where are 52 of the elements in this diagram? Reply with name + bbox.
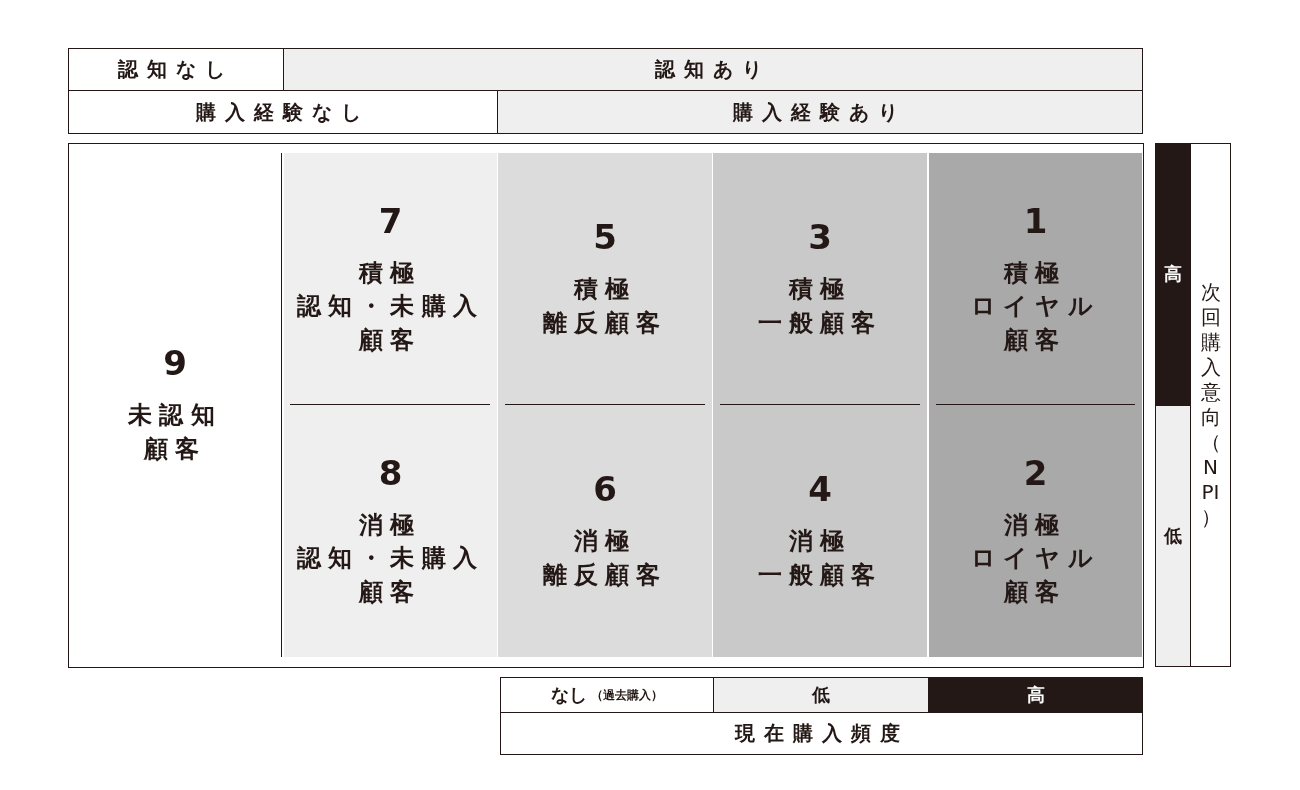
header-cell: 認知なし [68, 48, 284, 91]
level-note: （過去購入） [591, 686, 663, 704]
segment-number: 3 [808, 217, 832, 258]
segment-label: 積極 [573, 274, 637, 306]
segment-number: 1 [1023, 200, 1048, 241]
segment-label: 消極 [359, 509, 422, 541]
segment-cell [929, 153, 1142, 405]
axis-title-background [1190, 143, 1231, 667]
segment-label: ロイヤル [971, 543, 1100, 575]
segment-label: 離反顧客 [542, 308, 668, 339]
header-cell: 購入経験あり [497, 90, 1143, 134]
header-cell: 認知あり [283, 48, 1143, 91]
segment-label: 認知・未購入 [296, 291, 485, 323]
segment-label: 積極 [788, 274, 852, 306]
header-cell: 購入経験なし [68, 90, 498, 134]
segment-cell [713, 405, 927, 657]
segment-number: 4 [808, 469, 832, 510]
segment-label: 消極 [1004, 509, 1067, 541]
level-cell: 高 [928, 677, 1143, 713]
segment-label: 消極 [573, 526, 637, 558]
level-text: なし [551, 683, 587, 707]
segment-label: 一般顧客 [757, 560, 883, 591]
segment-number: 2 [1023, 452, 1048, 493]
segment-cell [284, 153, 497, 405]
level-cell: 低 [713, 677, 929, 713]
segment-label: 積極 [1004, 257, 1067, 289]
segment-label: 認知・未購入 [296, 543, 485, 575]
segment-label: 一般顧客 [757, 308, 883, 339]
segment-cell [498, 405, 712, 657]
segment-cell [929, 405, 1142, 657]
axis-title: 次回購入意向（NPI） [1199, 280, 1222, 530]
level-cell: 低 [1155, 405, 1191, 667]
segment-label: 消極 [788, 526, 852, 558]
segment-label: 顧客 [359, 324, 422, 356]
segment-number: 8 [378, 452, 403, 493]
segment-cell [713, 153, 927, 405]
segment-number: 5 [593, 217, 617, 258]
segment-number: 7 [378, 200, 403, 241]
segment-cell [498, 153, 712, 405]
segment-label: 顧客 [143, 434, 207, 465]
level-cell: 高 [1155, 143, 1191, 405]
segment-label: 顧客 [1004, 576, 1067, 608]
segment-label: 顧客 [359, 576, 422, 608]
segment-label: 顧客 [1004, 324, 1067, 356]
segment-label: 離反顧客 [542, 560, 668, 591]
header-cell: 現在購入頻度 [500, 712, 1143, 755]
segment-label: ロイヤル [971, 291, 1100, 323]
segment-cell [284, 405, 497, 657]
segment-number: 9 [163, 343, 187, 384]
segment-label: 積極 [359, 257, 422, 289]
segment-number: 6 [593, 469, 617, 510]
segment-label: 未認知 [128, 400, 222, 432]
